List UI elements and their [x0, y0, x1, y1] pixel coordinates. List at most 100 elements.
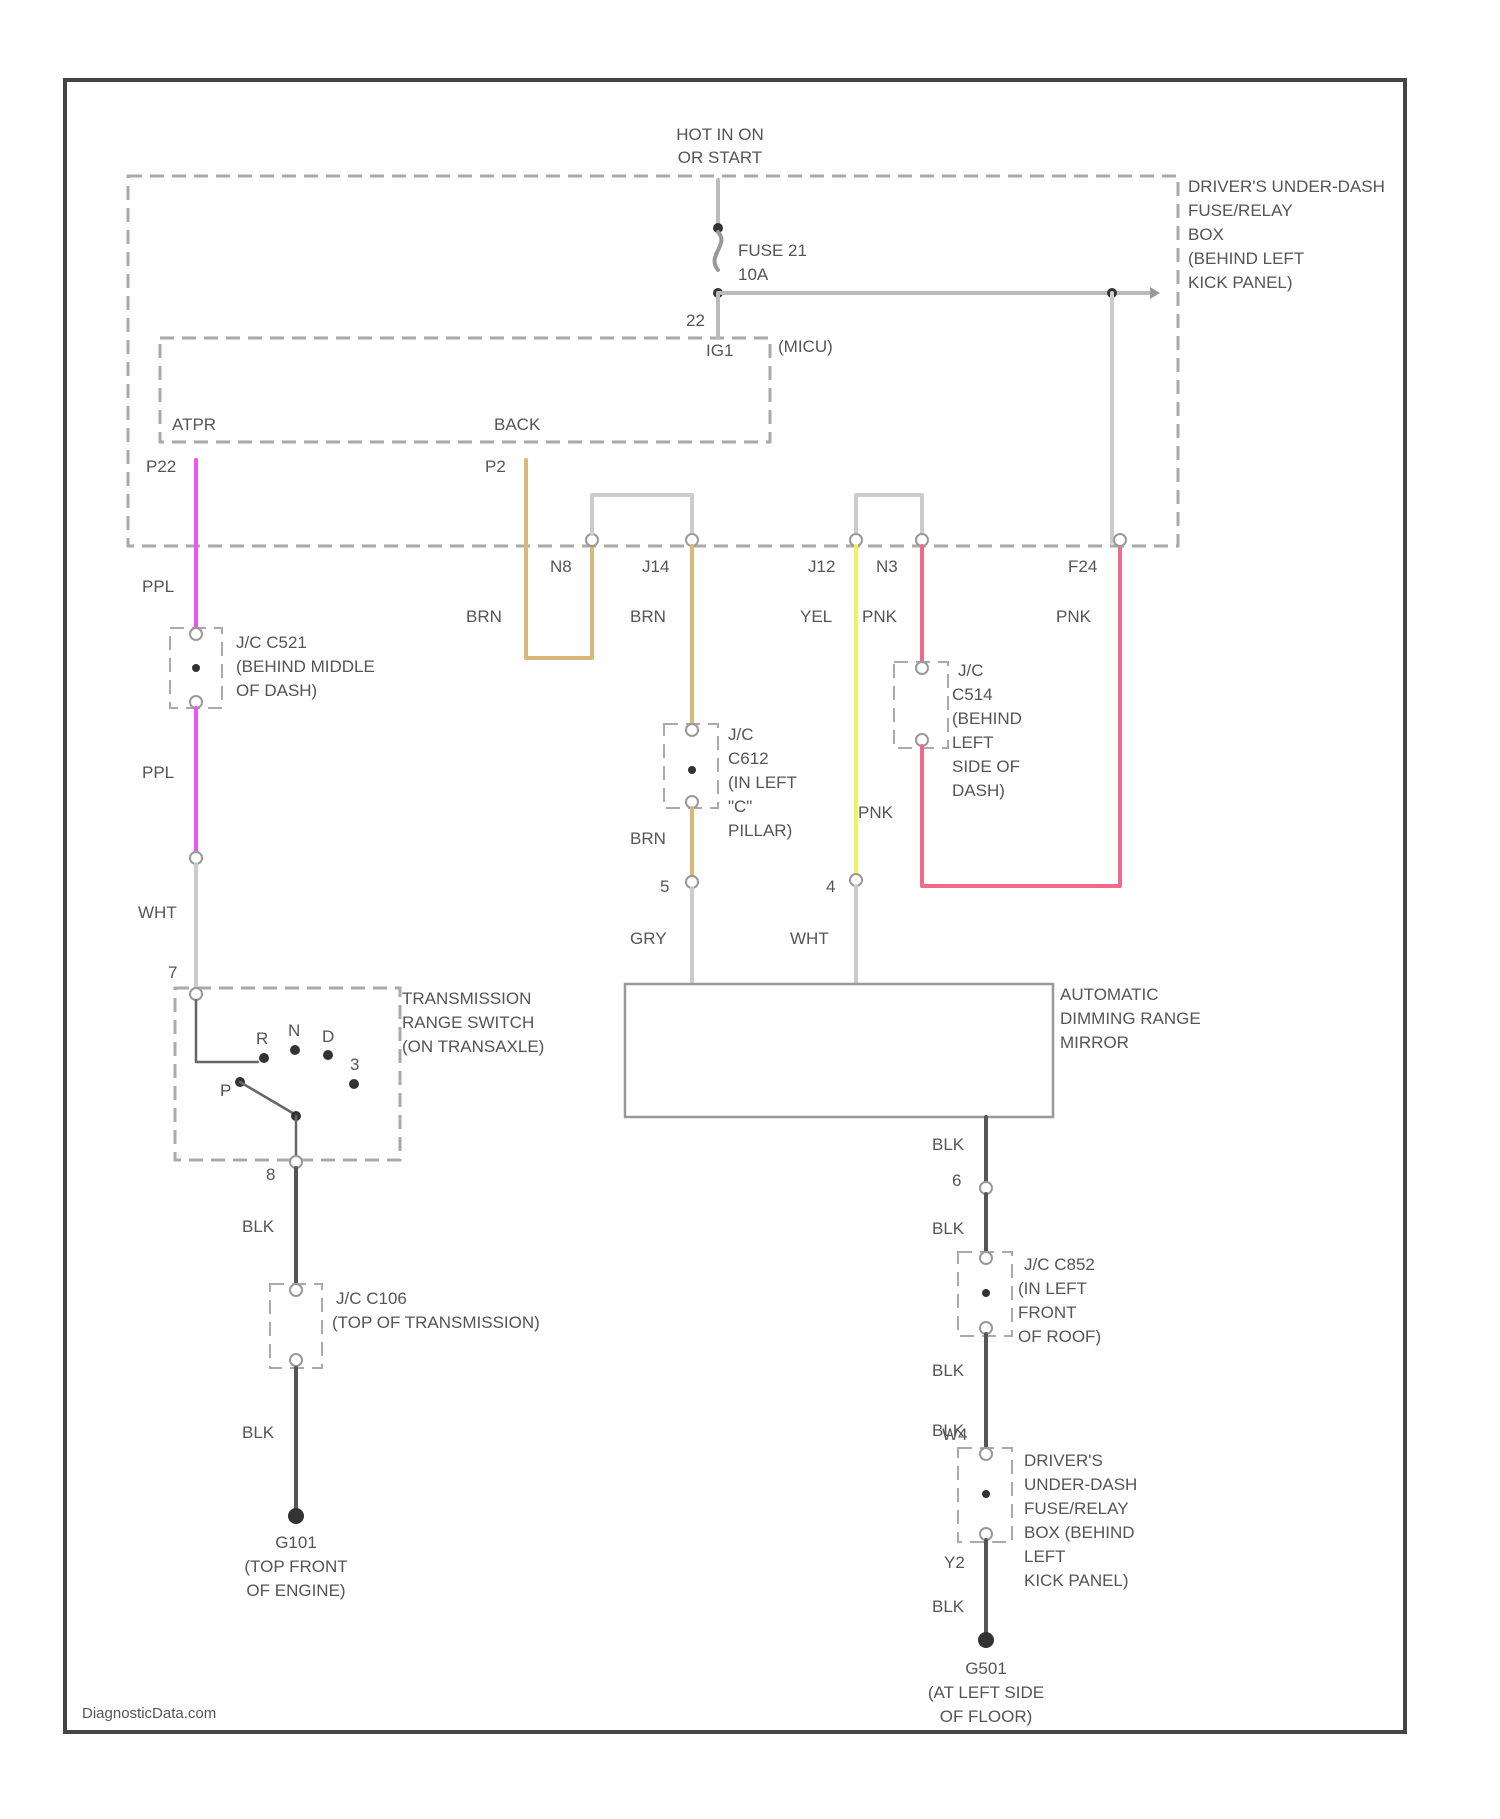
trs-common-wire — [196, 1000, 258, 1062]
g501-ground-point — [978, 1632, 994, 1648]
trs-box-outline — [175, 988, 400, 1160]
trs-label-2: RANGE SWITCH — [402, 1013, 534, 1032]
pin-y2-label: Y2 — [944, 1553, 965, 1572]
blk-label-2: BLK — [242, 1423, 275, 1442]
n8-j14-jumper — [592, 495, 692, 534]
pin-n3-label: N3 — [876, 557, 898, 576]
wire-yel-label: YEL — [800, 607, 832, 626]
trs-contact-n — [290, 1045, 300, 1055]
wire-ppl-label-1: PPL — [142, 577, 174, 596]
pin-f24-label: F24 — [1068, 557, 1097, 576]
mirror-label-1: AUTOMATIC — [1060, 985, 1159, 1004]
trs-position-3: 3 — [350, 1055, 359, 1074]
j12-n3-jumper — [856, 495, 922, 534]
jc-c106-bottom-pin — [290, 1354, 302, 1366]
pin-j14-label: J14 — [642, 557, 669, 576]
fuse-pin-label: 22 — [686, 311, 705, 330]
wire-pnk-label-2: PNK — [1056, 607, 1092, 626]
mirror-label-2: DIMMING RANGE — [1060, 1009, 1201, 1028]
fuse-box-2-top-pin — [980, 1448, 992, 1460]
jc-c106-top-pin — [290, 1284, 302, 1296]
micu-box-outline — [160, 338, 770, 442]
bus-arrow — [1150, 287, 1160, 299]
trs-pin-8-label: 8 — [266, 1165, 275, 1184]
jc-c521-label-3: OF DASH) — [236, 681, 317, 700]
fuse-box-2-junction — [982, 1490, 990, 1498]
mirror-pin-4-label: 4 — [826, 877, 835, 896]
trs-contact-r — [259, 1053, 269, 1063]
jc-c521-top-pin — [190, 628, 202, 640]
jc-c612-label-3: (IN LEFT — [728, 773, 797, 792]
diagram-frame — [65, 80, 1405, 1732]
jc-c106-label-1: J/C C106 — [336, 1289, 407, 1308]
jc-c852-label-4: OF ROOF) — [1018, 1327, 1101, 1346]
power-label-1: HOT IN ON — [676, 125, 764, 144]
jc-c852-label-1: J/C C852 — [1024, 1255, 1095, 1274]
mirror-pin-5-label: 5 — [660, 877, 669, 896]
trs-position-r: R — [256, 1029, 268, 1048]
trs-contact-d — [323, 1050, 333, 1060]
jc-c514-label-5: SIDE OF — [952, 757, 1020, 776]
trs-contact-3 — [349, 1079, 359, 1089]
fuse-box-2-label-1: DRIVER'S — [1024, 1451, 1103, 1470]
wire-brn-label-2: BRN — [630, 607, 666, 626]
jc-c852-label-2: (IN LEFT — [1018, 1279, 1087, 1298]
jc-c612-label-2: C612 — [728, 749, 769, 768]
jc-c852-top-pin — [980, 1252, 992, 1264]
watermark: DiagnosticData.com — [82, 1705, 216, 1722]
pin-p22-label: P22 — [146, 457, 176, 476]
trs-label-1: TRANSMISSION — [402, 989, 531, 1008]
jc-c514-top-pin — [916, 662, 928, 674]
blk-label-7: BLK — [932, 1597, 965, 1616]
fuse-label-2: 10A — [738, 265, 769, 284]
jc-c106-label-2: (TOP OF TRANSMISSION) — [332, 1313, 540, 1332]
wire-wht-label-2: WHT — [790, 929, 829, 948]
fuse-box-2-label-2: UNDER-DASH — [1024, 1475, 1137, 1494]
trs-position-p: P — [220, 1081, 231, 1100]
g101-ground-point — [288, 1508, 304, 1524]
g101-label-2: (TOP FRONT — [244, 1557, 347, 1576]
jc-c514-label-1: J/C — [958, 661, 984, 680]
jc-c612-junction — [688, 766, 696, 774]
power-label-2: OR START — [678, 148, 762, 167]
jc-c852-label-3: FRONT — [1018, 1303, 1077, 1322]
fuse-box-2-label-4: BOX (BEHIND — [1024, 1523, 1135, 1542]
jc-c521-label-2: (BEHIND MIDDLE — [236, 657, 375, 676]
blk-label-1: BLK — [242, 1217, 275, 1236]
fuse-symbol — [715, 232, 722, 270]
fuse-box-label-5: KICK PANEL) — [1188, 273, 1293, 292]
fuse-box-2-label-3: FUSE/RELAY — [1024, 1499, 1129, 1518]
wire-wht-label-1: WHT — [138, 903, 177, 922]
fuse-box-label-3: BOX — [1188, 225, 1224, 244]
fuse-box-2-label-5: LEFT — [1024, 1547, 1066, 1566]
g501-label-3: OF FLOOR) — [940, 1707, 1033, 1726]
trs-position-n: N — [288, 1021, 300, 1040]
fuse-box-2-label-6: KICK PANEL) — [1024, 1571, 1129, 1590]
wire-pnk-label-3: PNK — [858, 803, 894, 822]
trs-pin-7-label: 7 — [168, 963, 177, 982]
pin-n8-label: N8 — [550, 557, 572, 576]
fuse-label-1: FUSE 21 — [738, 241, 807, 260]
pin-f24-connector — [1114, 534, 1126, 546]
jc-c612-label-4: "C" — [728, 797, 752, 816]
atpr-label: ATPR — [172, 415, 216, 434]
mirror-box — [625, 984, 1053, 1117]
jc-c514-label-4: LEFT — [952, 733, 994, 752]
pin-p2-label: P2 — [485, 457, 506, 476]
g101-label-3: OF ENGINE) — [246, 1581, 345, 1600]
jc-c612-top-pin — [686, 724, 698, 736]
wire-pnk-label-1: PNK — [862, 607, 898, 626]
jc-c514-label-2: C514 — [952, 685, 993, 704]
jc-c514-label-6: DASH) — [952, 781, 1005, 800]
blk-label-3: BLK — [932, 1135, 965, 1154]
wire-ppl-label-2: PPL — [142, 763, 174, 782]
trs-wiper — [240, 1082, 296, 1115]
wire-gry-label: GRY — [630, 929, 667, 948]
trs-position-d: D — [322, 1027, 334, 1046]
g501-label-2: (AT LEFT SIDE — [928, 1683, 1044, 1702]
blk-label-4: BLK — [932, 1219, 965, 1238]
g101-label-1: G101 — [275, 1533, 317, 1552]
pcm-label: (MICU) — [778, 337, 833, 356]
trs-pin-7 — [190, 988, 202, 1000]
